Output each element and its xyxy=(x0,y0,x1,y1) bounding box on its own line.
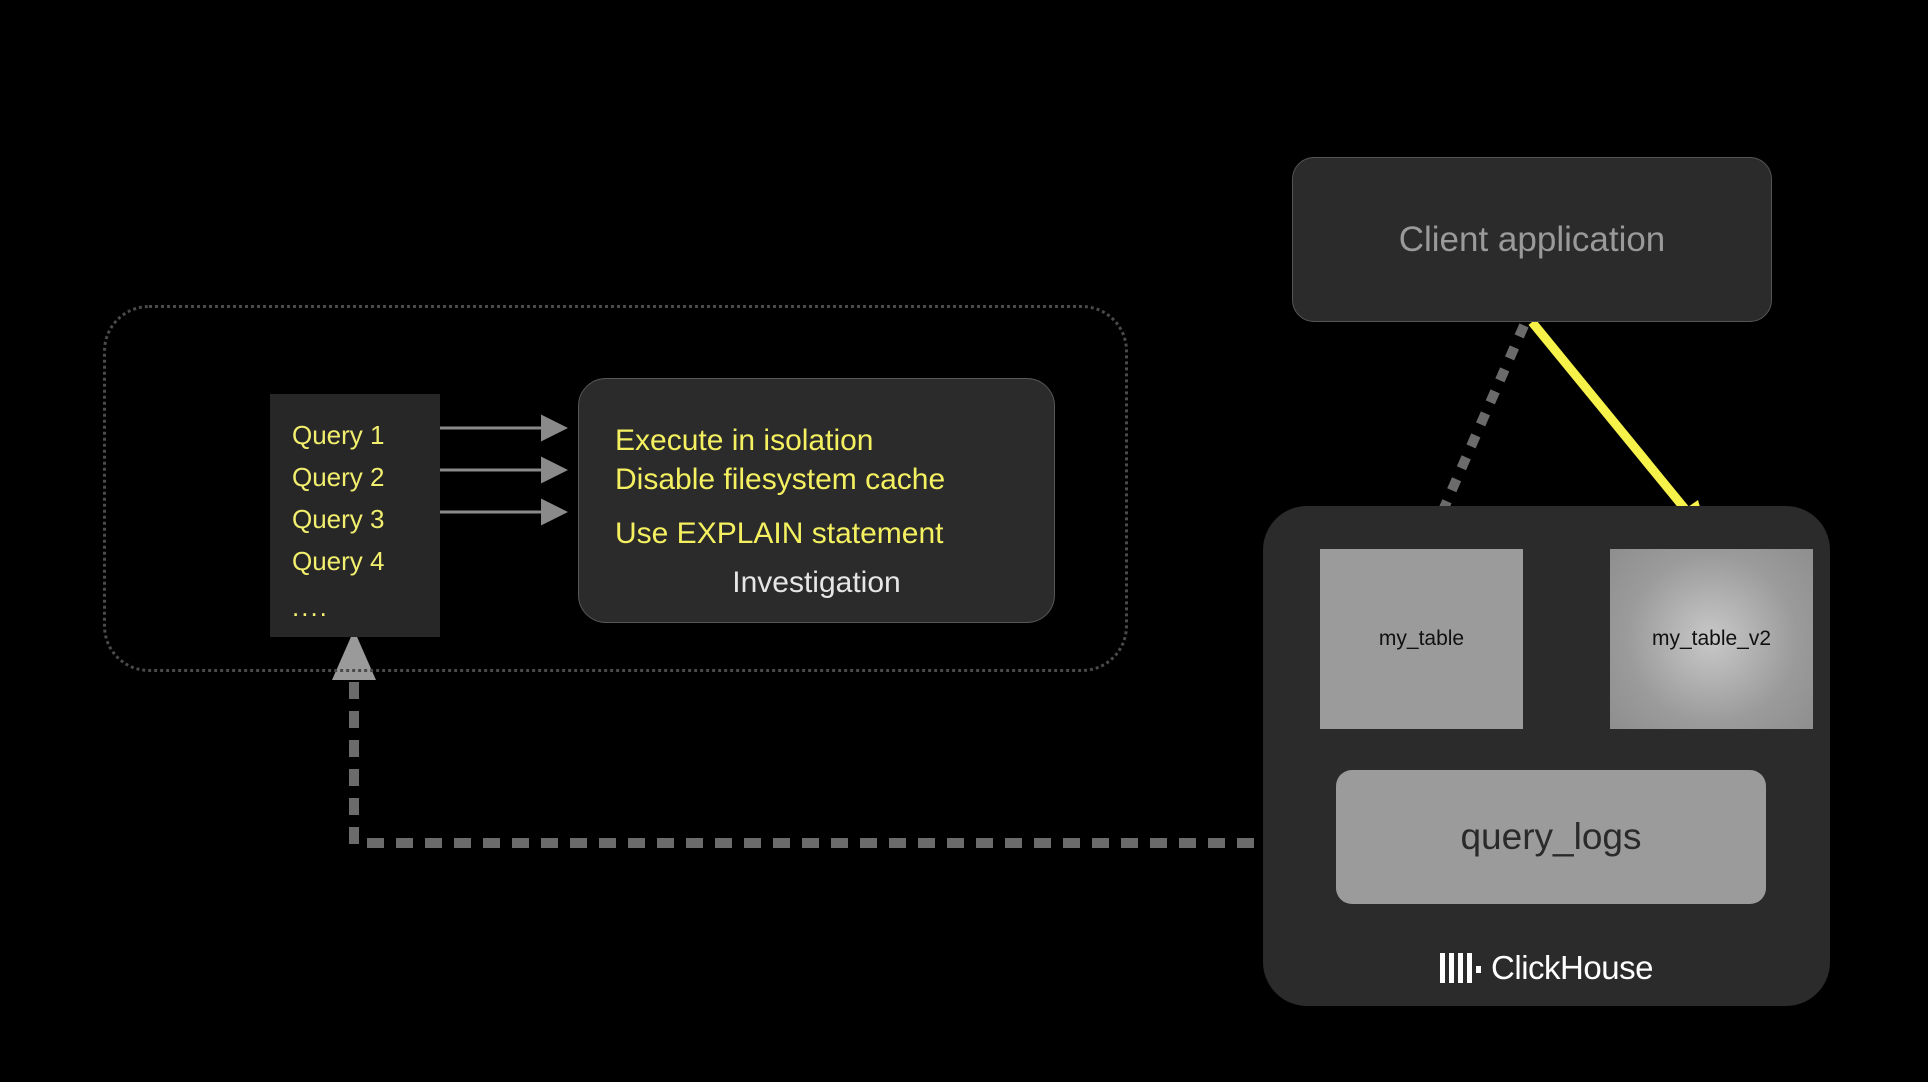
investigation-step: Disable filesystem cache xyxy=(615,463,946,496)
table-label: my_table_v2 xyxy=(1651,627,1772,650)
list-item[interactable]: Query 1 xyxy=(292,420,385,450)
client-application-label: Client application xyxy=(1398,219,1666,259)
spacer xyxy=(615,499,1035,514)
table-label: my_table xyxy=(1378,627,1465,650)
table-query-logs: query_logs xyxy=(1336,770,1766,904)
query-list: Query 1 Query 2 Query 3 Query 4 .... xyxy=(270,394,440,637)
investigation-area xyxy=(103,305,1128,672)
list-item[interactable]: Query 4 xyxy=(292,546,385,576)
clickhouse-logo: ClickHouse xyxy=(1263,949,1830,987)
investigation-panel-title: Investigation xyxy=(732,566,901,599)
client-application: Client application xyxy=(1292,157,1772,322)
clickhouse-container: my_table my_table_v2 query_logs ClickHou… xyxy=(1263,506,1830,1006)
investigation-step: Execute in isolation xyxy=(615,424,874,457)
list-item-ellipsis: .... xyxy=(292,592,329,622)
table-label: query_logs xyxy=(1460,816,1642,857)
clickhouse-wordmark: ClickHouse xyxy=(1491,949,1653,986)
list-item[interactable]: Query 2 xyxy=(292,462,385,492)
investigation-steps: Execute in isolation Disable filesystem … xyxy=(615,421,1035,553)
investigation-panel: Execute in isolation Disable filesystem … xyxy=(578,378,1055,623)
table-my-table-v2: my_table_v2 xyxy=(1610,549,1813,729)
clickhouse-bars-icon xyxy=(1440,953,1482,983)
table-my-table: my_table xyxy=(1320,549,1523,729)
list-item[interactable]: Query 3 xyxy=(292,504,385,534)
investigation-step: Use EXPLAIN statement xyxy=(615,517,944,550)
